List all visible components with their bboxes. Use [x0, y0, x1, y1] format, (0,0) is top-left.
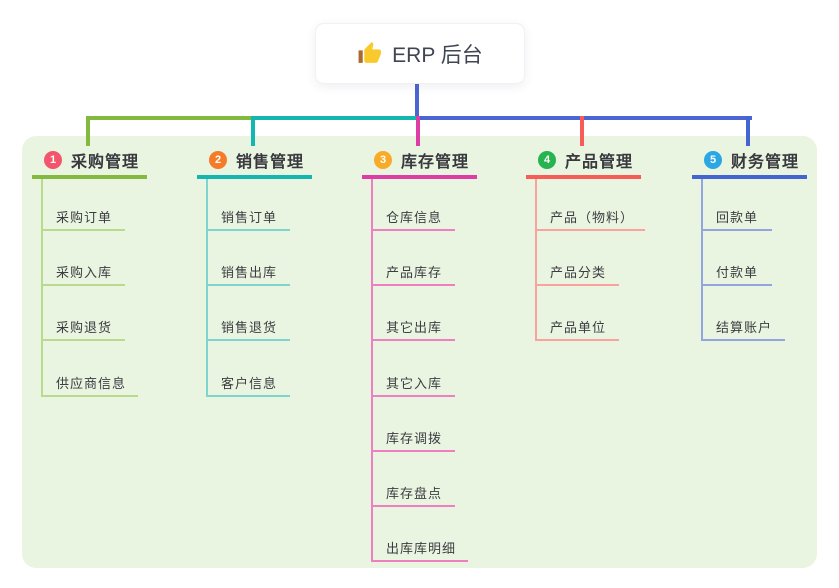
- child-underline: [206, 339, 290, 341]
- child-node[interactable]: 产品（物料）: [550, 210, 635, 225]
- branch-label: 财务管理: [731, 154, 800, 171]
- child-node[interactable]: 付款单: [716, 265, 759, 280]
- child-node[interactable]: 出库库明细: [386, 541, 457, 556]
- child-node[interactable]: 销售退货: [221, 320, 278, 335]
- child-underline: [371, 229, 455, 231]
- child-underline: [535, 229, 645, 231]
- bus-segment-teal: [253, 116, 422, 120]
- branch-underline: [526, 175, 641, 179]
- child-underline: [41, 339, 125, 341]
- child-underline: [535, 339, 619, 341]
- branch-label: 采购管理: [71, 154, 140, 171]
- child-node[interactable]: 客户信息: [221, 376, 278, 391]
- root-node[interactable]: ERP 后台: [315, 23, 525, 84]
- child-underline: [701, 339, 785, 341]
- child-node[interactable]: 采购订单: [56, 210, 113, 225]
- child-node[interactable]: 产品分类: [550, 265, 607, 280]
- child-underline: [41, 395, 138, 397]
- child-underline: [206, 229, 290, 231]
- branch-spine-line: [701, 178, 703, 342]
- branch-drop-line: [416, 116, 420, 146]
- child-node[interactable]: 库存盘点: [386, 486, 443, 501]
- branch-label: 产品管理: [565, 154, 634, 171]
- branch-drop-line: [251, 116, 255, 146]
- child-node[interactable]: 产品单位: [550, 320, 607, 335]
- mindmap-panel: [22, 136, 817, 568]
- root-connector-line: [415, 82, 419, 120]
- child-node[interactable]: 采购入库: [56, 265, 113, 280]
- thumbs-up-icon: [357, 41, 382, 66]
- child-underline: [701, 229, 772, 231]
- child-node[interactable]: 结算账户: [716, 320, 773, 335]
- child-underline: [371, 395, 455, 397]
- branch-underline: [32, 175, 147, 179]
- branch-drop-line: [86, 116, 90, 146]
- child-underline: [371, 450, 455, 452]
- branch-drop-line: [580, 116, 584, 146]
- branch-spine-line: [206, 178, 208, 397]
- branch-node-1[interactable]: 1 采购管理: [44, 146, 139, 174]
- branch-label: 销售管理: [236, 154, 305, 171]
- branch-node-4[interactable]: 4 产品管理: [538, 146, 633, 174]
- child-node[interactable]: 产品库存: [386, 265, 443, 280]
- child-node[interactable]: 销售出库: [221, 265, 278, 280]
- child-node[interactable]: 其它出库: [386, 320, 443, 335]
- root-label: ERP 后台: [392, 43, 483, 67]
- branch-badge: 5: [704, 151, 722, 169]
- child-underline: [206, 395, 290, 397]
- branch-badge: 3: [374, 151, 392, 169]
- child-underline: [535, 284, 619, 286]
- child-underline: [371, 505, 455, 507]
- branch-node-2[interactable]: 2 销售管理: [209, 146, 304, 174]
- child-underline: [371, 284, 455, 286]
- branch-underline: [692, 175, 807, 179]
- branch-underline: [362, 175, 477, 179]
- child-node[interactable]: 采购退货: [56, 320, 113, 335]
- child-underline: [206, 284, 290, 286]
- child-node[interactable]: 仓库信息: [386, 210, 443, 225]
- branch-badge: 1: [44, 151, 62, 169]
- branch-node-5[interactable]: 5 财务管理: [704, 146, 799, 174]
- branch-label: 库存管理: [401, 154, 470, 171]
- bus-segment-blue: [418, 116, 752, 120]
- branch-node-3[interactable]: 3 库存管理: [374, 146, 469, 174]
- branch-spine-line: [371, 178, 373, 563]
- child-node[interactable]: 回款单: [716, 210, 759, 225]
- child-underline: [41, 284, 125, 286]
- bus-segment-green: [88, 116, 257, 120]
- branch-spine-line: [41, 178, 43, 397]
- child-node[interactable]: 销售订单: [221, 210, 278, 225]
- child-underline: [371, 339, 455, 341]
- branch-drop-line: [746, 116, 750, 146]
- branch-underline: [197, 175, 312, 179]
- child-underline: [701, 284, 772, 286]
- child-node[interactable]: 库存调拨: [386, 431, 443, 446]
- branch-badge: 4: [538, 151, 556, 169]
- branch-spine-line: [535, 178, 537, 342]
- child-underline: [41, 229, 125, 231]
- branch-badge: 2: [209, 151, 227, 169]
- child-node[interactable]: 其它入库: [386, 376, 443, 391]
- child-node[interactable]: 供应商信息: [56, 376, 127, 391]
- child-underline: [371, 560, 468, 562]
